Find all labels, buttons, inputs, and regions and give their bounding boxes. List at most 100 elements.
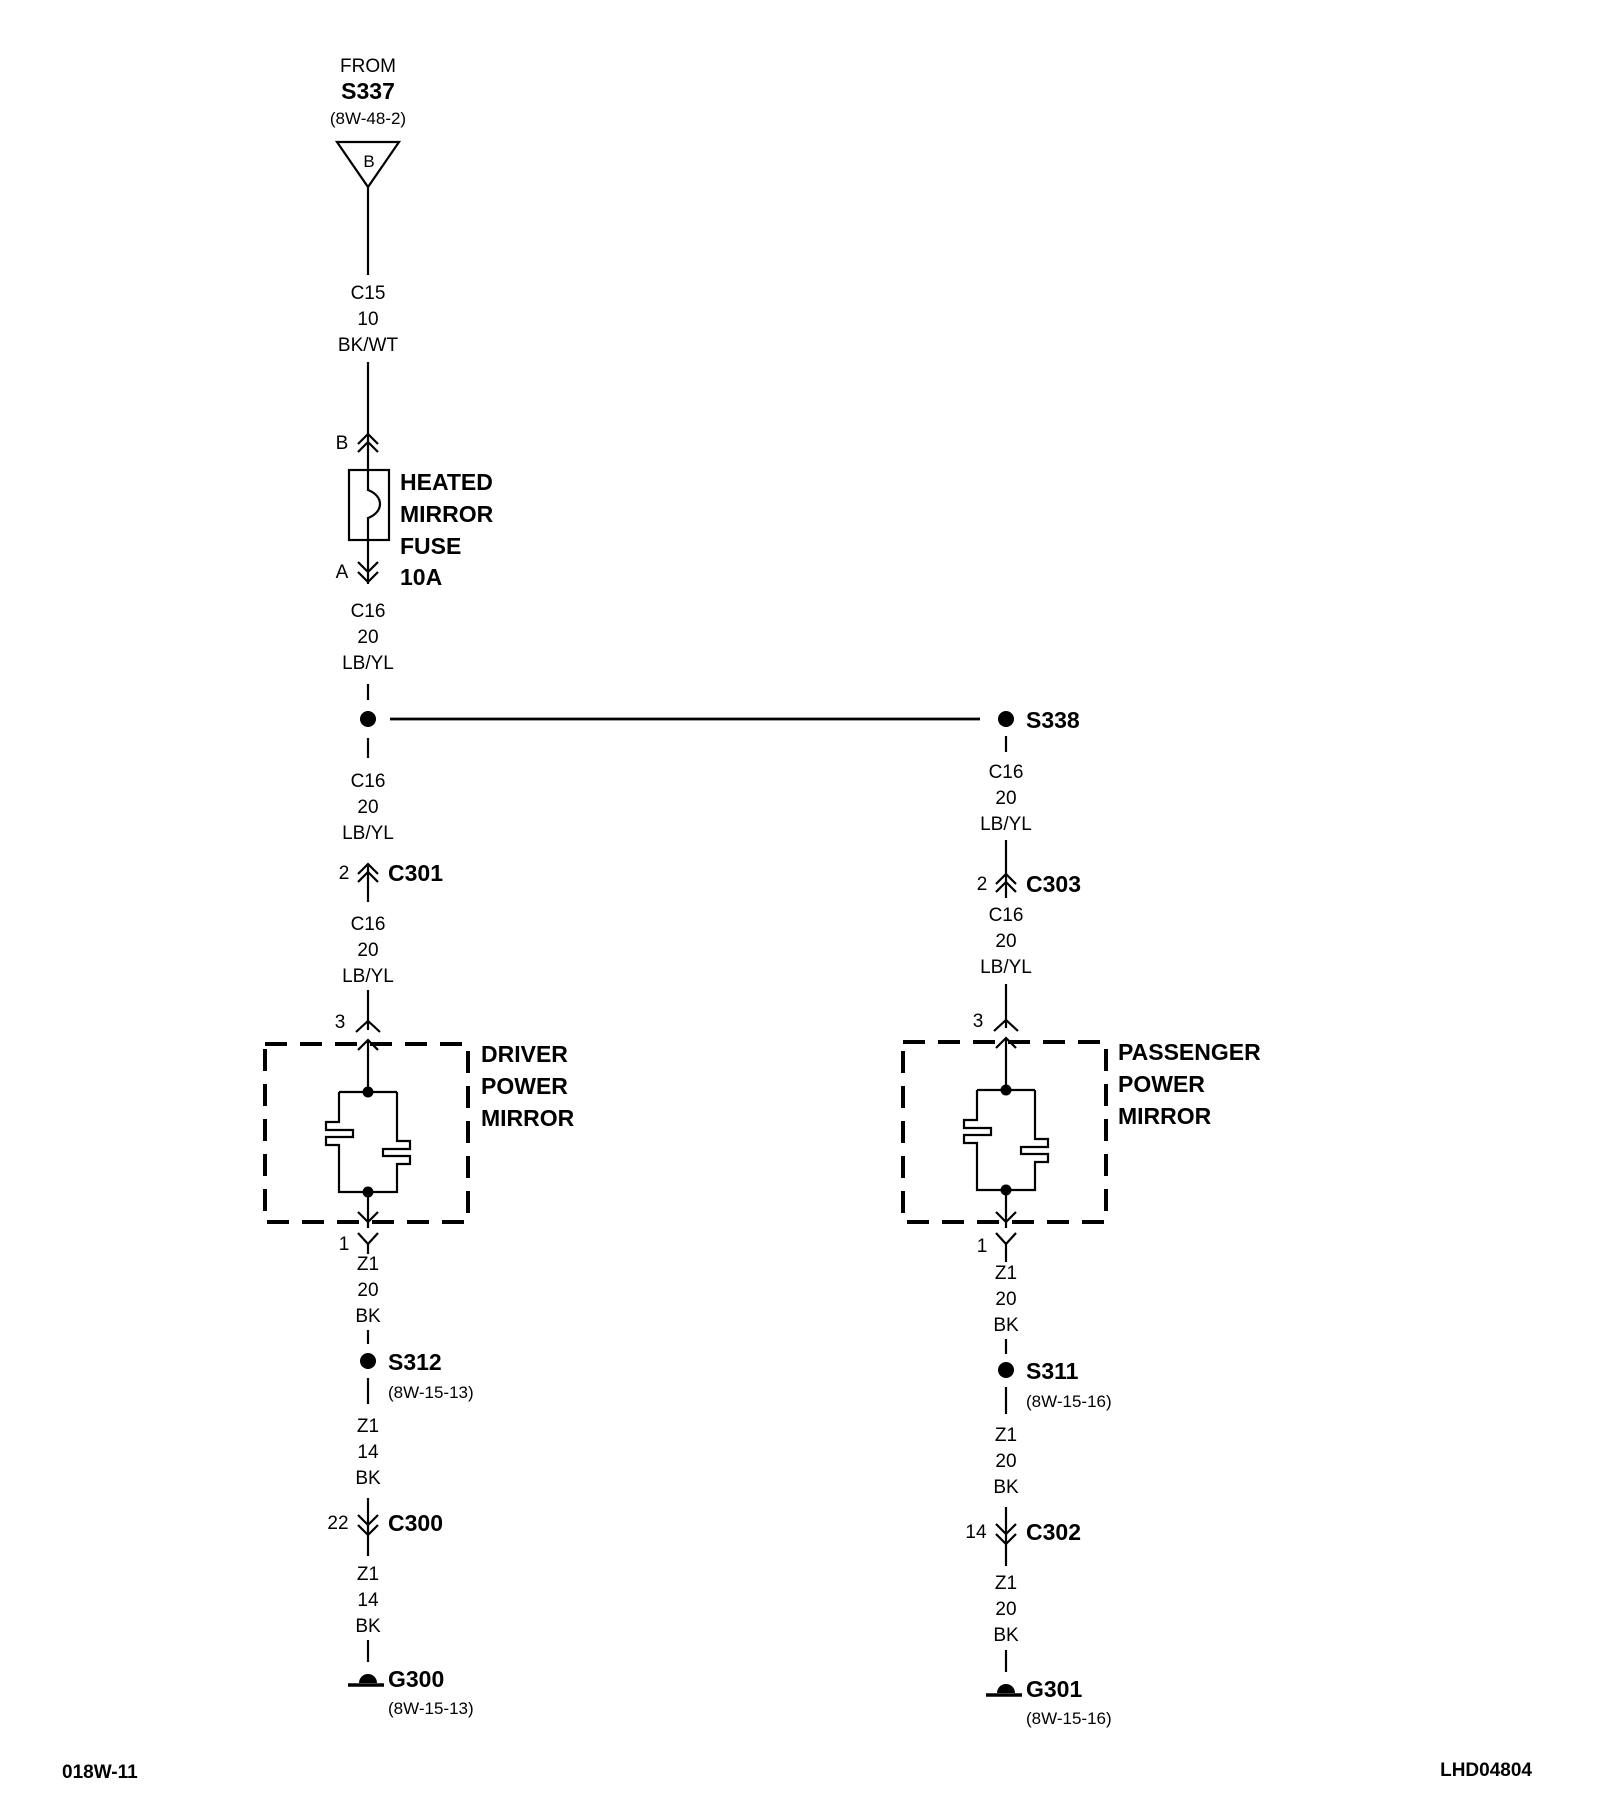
splice-dot (998, 711, 1014, 727)
connector-chevron (995, 1232, 1017, 1246)
wire-gauge: 14 (357, 1590, 379, 1611)
connector-chevron (357, 561, 379, 574)
wire-color: BK/WT (338, 335, 399, 356)
wire-color: BK (355, 1616, 381, 1637)
source-letter: B (363, 152, 374, 171)
connector-chevron (995, 1533, 1017, 1546)
driver-mirror-label: MIRROR (481, 1105, 575, 1131)
driver-mirror-label: DRIVER (481, 1041, 568, 1067)
connector-chevron (357, 1232, 379, 1246)
passenger-mirror-label: POWER (1118, 1071, 1205, 1097)
from-label: FROM (340, 56, 396, 77)
connector-chevron (993, 1018, 1019, 1032)
driver-heater-icon (324, 1040, 412, 1228)
driver-mirror-label: POWER (481, 1073, 568, 1099)
ground-ref: (8W-15-13) (388, 1699, 474, 1718)
fuse-label-line: FUSE (400, 533, 461, 559)
mirror-pin-top: 3 (973, 1011, 984, 1032)
connector-chevron (995, 880, 1017, 893)
wire-gauge: 20 (357, 1280, 378, 1301)
wire-color: LB/YL (342, 823, 394, 844)
passenger-heater-icon (962, 1038, 1050, 1228)
connector-pin: 2 (339, 863, 350, 884)
wire-circuit: Z1 (357, 1254, 379, 1275)
wire-gauge: 20 (995, 931, 1016, 952)
wire-color: LB/YL (980, 814, 1032, 835)
connector-pin: 22 (327, 1513, 348, 1534)
connector-pin: 14 (965, 1522, 987, 1543)
splice-dot (360, 1353, 376, 1369)
wire-circuit: Z1 (357, 1564, 379, 1585)
wire-circuit: Z1 (995, 1425, 1017, 1446)
splice-label: S312 (388, 1349, 442, 1375)
connector-label: C301 (388, 860, 443, 886)
fuse-label-line: MIRROR (400, 501, 494, 527)
connector-chevron (357, 1524, 379, 1537)
wire-circuit: Z1 (995, 1263, 1017, 1284)
connector-chevron (357, 571, 379, 584)
wire-circuit: C16 (351, 771, 386, 792)
wire-gauge: 20 (995, 1289, 1016, 1310)
ground-ref: (8W-15-16) (1026, 1709, 1112, 1728)
wire-color: BK (993, 1315, 1019, 1336)
footer-right-code: LHD04804 (1440, 1760, 1532, 1781)
wire-color: LB/YL (342, 653, 394, 674)
fuse-pin-bottom: A (336, 562, 349, 583)
fuse-element-icon (366, 470, 382, 540)
connector-label: C302 (1026, 1519, 1081, 1545)
wire-circuit: C16 (989, 905, 1024, 926)
wire-gauge: 14 (357, 1442, 379, 1463)
ground-label: G301 (1026, 1676, 1082, 1702)
wire-color: LB/YL (342, 966, 394, 987)
source-ref-label: (8W-48-2) (330, 109, 406, 128)
wire-gauge: 20 (357, 797, 378, 818)
wire-gauge: 20 (357, 627, 378, 648)
connector-label: C300 (388, 1510, 443, 1536)
ground-icon (348, 1674, 384, 1687)
wire-gauge: 20 (357, 940, 378, 961)
source-triangle (334, 140, 402, 189)
wire-gauge: 10 (357, 309, 378, 330)
wire-circuit: Z1 (995, 1573, 1017, 1594)
mirror-pin-bottom: 1 (339, 1234, 350, 1255)
connector-chevron (995, 872, 1017, 885)
passenger-mirror-label: MIRROR (1118, 1103, 1212, 1129)
connector-chevron (995, 1523, 1017, 1536)
connector-pin: 2 (977, 874, 988, 895)
ground-label: G300 (388, 1666, 444, 1692)
wire-circuit: C15 (351, 283, 386, 304)
wire-circuit: C16 (351, 914, 386, 935)
junction-dot (360, 711, 376, 727)
wire-color: BK (993, 1625, 1019, 1646)
footer-left-code: 018W-11 (62, 1762, 138, 1783)
wire-circuit: C16 (989, 762, 1024, 783)
splice-ref: (8W-15-16) (1026, 1392, 1112, 1411)
wire-circuit: C16 (351, 601, 386, 622)
wire-color: BK (993, 1477, 1019, 1498)
splice-ref: (8W-15-13) (388, 1383, 474, 1402)
driver-mirror-box (263, 1042, 470, 1224)
ground-icon (986, 1684, 1022, 1697)
splice-dot (998, 1362, 1014, 1378)
wire-color: BK (355, 1306, 381, 1327)
connector-chevron (357, 440, 379, 453)
source-splice-label: S337 (341, 78, 395, 104)
connector-chevron (357, 1514, 379, 1527)
wire-color: BK (355, 1468, 381, 1489)
connector-chevron (355, 1019, 381, 1033)
mirror-pin-bottom: 1 (977, 1236, 988, 1257)
splice-label: S338 (1026, 707, 1080, 733)
passenger-mirror-box (901, 1040, 1108, 1224)
fuse-pin-top: B (336, 433, 349, 454)
wire-gauge: 20 (995, 1451, 1016, 1472)
wire-circuit: Z1 (357, 1416, 379, 1437)
wire-color: LB/YL (980, 957, 1032, 978)
splice-label: S311 (1026, 1358, 1079, 1384)
passenger-mirror-label: PASSENGER (1118, 1039, 1261, 1065)
wire-gauge: 20 (995, 1599, 1016, 1620)
connector-chevron (357, 862, 379, 875)
connector-label: C303 (1026, 871, 1081, 897)
fuse-label-line: 10A (400, 564, 442, 590)
fuse-label-line: HEATED (400, 469, 493, 495)
